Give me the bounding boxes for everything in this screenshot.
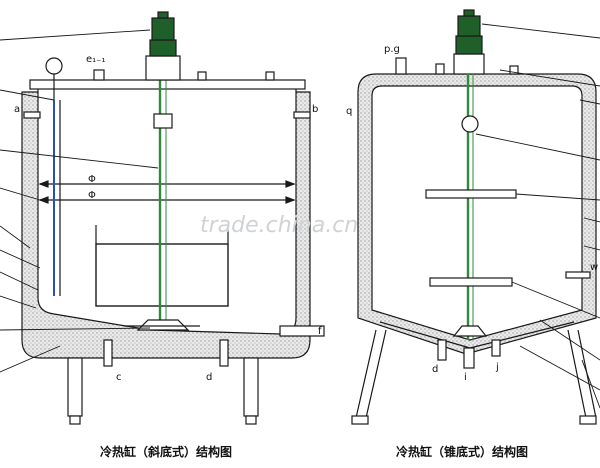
- left-label-d: d: [206, 372, 212, 383]
- right-tank-leg-left: [351, 329, 387, 425]
- left-motor: [145, 11, 181, 81]
- right-tank-leg-right: [567, 329, 597, 425]
- right-impeller-lower: [429, 277, 513, 287]
- left-label-c: c: [116, 372, 122, 383]
- left-nozzle-b: [293, 111, 311, 119]
- left-tank: [0, 11, 325, 425]
- left-label-f: f: [318, 326, 322, 337]
- right-nozzle-pg: [395, 57, 407, 75]
- right-outlet-d: [437, 339, 447, 361]
- right-label-d: d: [432, 364, 438, 375]
- left-label-e: e₁₋₁: [86, 54, 105, 65]
- right-label-i: i: [464, 372, 467, 383]
- right-tank: [351, 9, 600, 425]
- left-label-a: a: [14, 104, 20, 115]
- right-outlet-i: [463, 347, 475, 369]
- left-tank-leg-right: [243, 357, 259, 425]
- watermark: trade.china.cn: [200, 213, 358, 238]
- left-nozzle-a: [23, 111, 41, 119]
- left-thermometer: [45, 57, 63, 296]
- left-tank-lid: [29, 79, 306, 90]
- left-tank-baffle-frame: [95, 243, 229, 307]
- right-motor: [453, 9, 485, 75]
- right-label-j: j: [495, 362, 499, 373]
- left-outlet-d: [219, 339, 229, 367]
- right-tank-inner-vessel: [371, 85, 583, 341]
- left-label-phi-2: Φ: [88, 190, 96, 201]
- left-agitator: [124, 80, 200, 331]
- left-tank-leg-left: [67, 357, 83, 425]
- left-leader-lines: [0, 29, 159, 373]
- right-caption: 冷热缸（锥底式）结构图: [396, 444, 528, 459]
- left-label-b: b: [312, 104, 318, 115]
- left-tank-inner-vessel: [37, 87, 297, 335]
- right-outlet-j: [491, 339, 501, 357]
- left-outlet-c: [103, 339, 113, 367]
- right-nozzle-w: [565, 271, 591, 279]
- left-pipe-f: [279, 325, 325, 337]
- left-label-phi-1: Φ: [88, 174, 96, 185]
- left-caption: 冷热缸（斜底式）结构图: [100, 444, 232, 459]
- right-leader-lines: [475, 23, 600, 409]
- right-impeller-upper: [425, 189, 517, 199]
- right-label-pg: p.g: [384, 44, 400, 55]
- right-label-q: q: [346, 106, 352, 117]
- right-label-w: w: [590, 262, 598, 273]
- right-agitator: [425, 74, 517, 340]
